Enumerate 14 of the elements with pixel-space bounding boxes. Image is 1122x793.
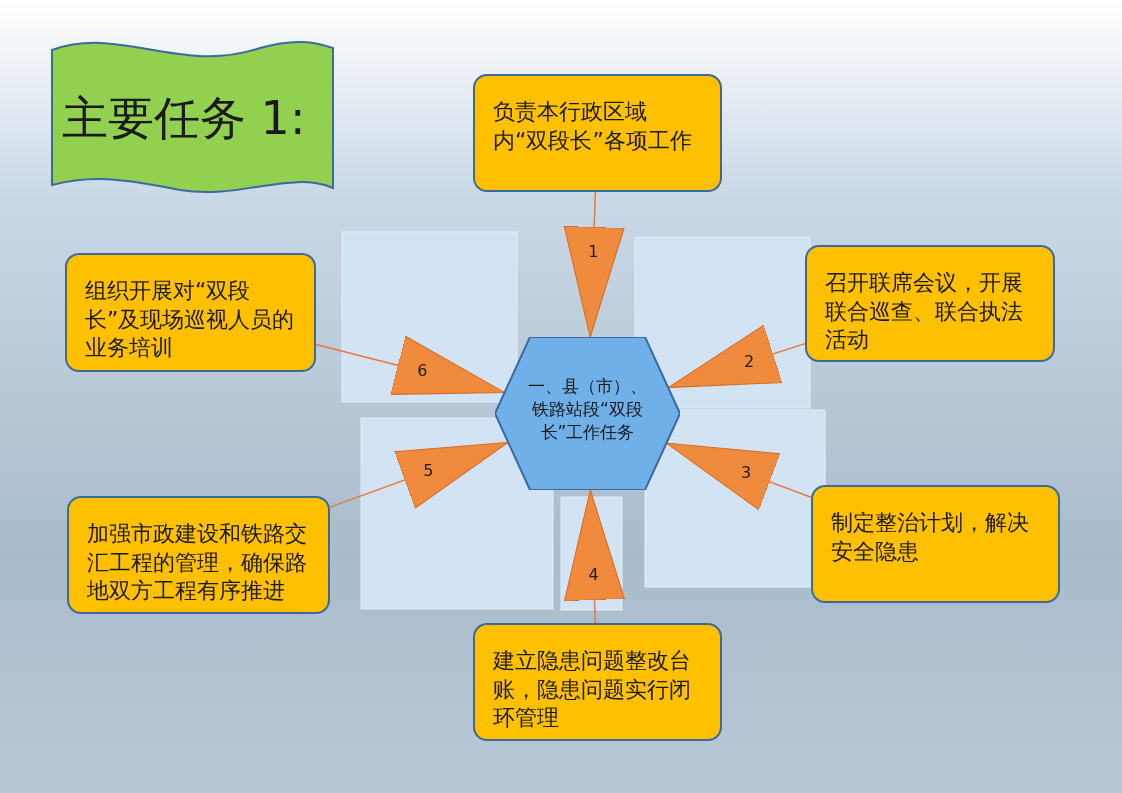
task-box: 建立隐患问题整改台账，隐患问题实行闭环管理: [473, 623, 722, 741]
arrow: [665, 442, 812, 511]
arrow: [667, 324, 806, 389]
task-box: 负责本行政区域内“双段长”各项工作: [473, 74, 722, 192]
task-box: 制定整治计划，解决安全隐患: [811, 485, 1060, 603]
arrow: [315, 335, 506, 395]
task-box: 加强市政建设和铁路交汇工程的管理，确保路地双方工程有序推进: [67, 496, 330, 614]
title: 主要任务 1:: [62, 90, 306, 147]
arrow: [563, 191, 625, 338]
task-box: 召开联席会议，开展联合巡查、联合执法活动: [805, 245, 1055, 362]
arrow: [563, 489, 625, 624]
arrow: [329, 441, 509, 509]
task-box: 组织开展对“双段长”及现场巡视人员的业务培训: [65, 253, 316, 372]
hexagon-text: 一、县（市）、铁路站段“双段长”工作任务: [527, 375, 648, 444]
